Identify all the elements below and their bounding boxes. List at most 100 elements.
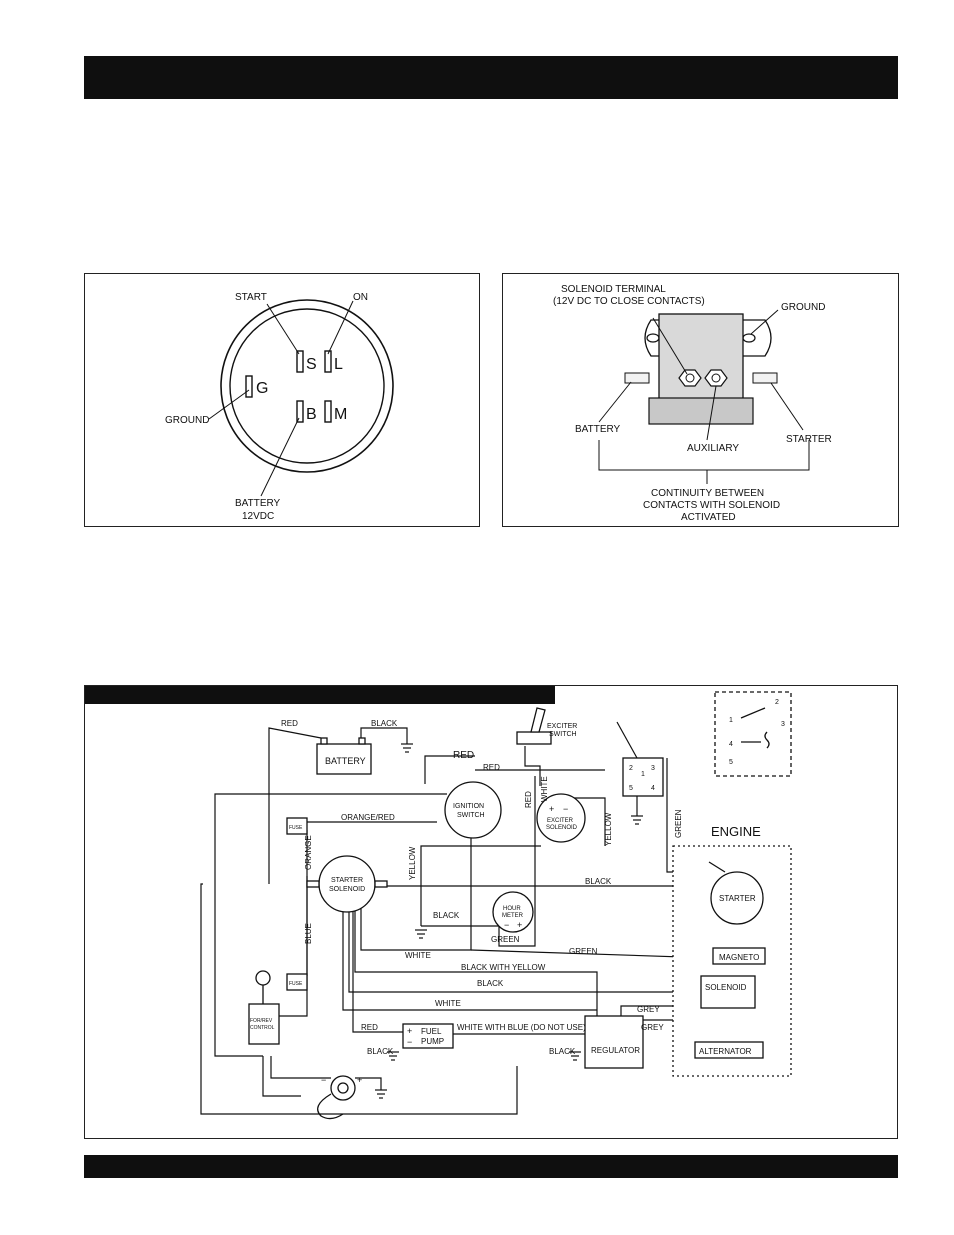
starter-motor-label: STARTER [719,894,756,903]
exciter-switch-label-1: EXCITER [547,723,577,730]
terminal-leader [652,317,688,375]
terminal-g-slot [245,375,253,398]
battery-leader [260,417,300,497]
solenoid-terminal-post [685,373,695,383]
starter-label: STARTER [786,434,832,445]
start-label: START [235,292,267,303]
exciter-switch-label-2: SWITCH [549,731,577,738]
solenoid-terminal-label: SOLENOID TERMINAL [561,284,666,295]
ground-label: GROUND [165,415,209,426]
wire-blue [263,876,308,1017]
wiring-diagram: BATTERY EXCITER SWITCH IGNITION SWITCH E… [84,685,898,1139]
wire-label-blue: BLUE [304,923,313,944]
fuel-pump-plus: + [407,1026,412,1036]
auxiliary-terminal-post [711,373,721,383]
ignition-switch-label-2: SWITCH [457,812,485,819]
battery-label: BATTERY [235,498,281,509]
starter-solenoid-stud-left [306,880,320,888]
alternator-label: ALTERNATOR [699,1047,752,1056]
exciter-solenoid-label-2: SOLENOID [546,825,578,831]
for-rev-control-knob [255,970,271,986]
continuity-line3: ACTIVATED [681,512,736,523]
ignition-switch-terminal-diagram: S L G B M START ON GROUND BATTERY 12VDC [84,273,480,527]
wire-label-yellow-left: YELLOW [408,846,417,880]
auxiliary-leader [706,385,717,441]
wire-yellow-exciter [563,797,606,846]
wire-label-black-hour: BLACK [433,911,460,920]
for-rev-label-1: FOR/REV [250,1018,273,1024]
for-rev-label-2: CONTROL [250,1025,275,1031]
solenoid-label: SOLENOID [705,983,747,992]
ignition-switch-label-1: IGNITION [453,803,484,810]
auxiliary-label: AUXILIARY [687,443,739,454]
wire-label-green-vertical: GREEN [674,809,683,838]
terminal-m-slot [324,400,332,423]
wire-ground-left [200,883,518,1115]
exciter-switch-toggle [530,707,546,733]
relay-legend-pin-3: 3 [781,721,785,728]
wire-label-orange-red: ORANGE/RED [341,813,395,822]
wire-green-hour [498,776,536,947]
wire-label-red-battery: RED [281,719,298,728]
alternator-box [694,1041,764,1059]
ground-leader [750,309,779,335]
engine-label: ENGINE [711,824,761,839]
starter-solenoid-label-2: SOLENOID [329,886,365,893]
magneto-label: MAGNETO [719,953,759,962]
terminal-b: B [306,406,317,423]
on-label: ON [353,292,368,303]
wire-white-regulator [342,906,597,1011]
starter-stud [752,372,778,384]
battery-stud [624,372,650,384]
battery-leader [598,381,632,423]
solenoid-svg: SOLENOID TERMINAL (12V DC TO CLOSE CONTA… [553,284,832,523]
start-leader [266,303,300,355]
fuel-pump-label-2: PUMP [421,1037,444,1046]
hour-meter-minus: − [504,920,509,930]
wire-label-red-vertical: RED [524,791,533,808]
battery-box [316,743,372,775]
regulator-label: REGULATOR [591,1046,640,1055]
wiring-diagram-header-bar [85,686,555,704]
wire-label-black-main: BLACK [585,877,612,886]
wire-label-black-with-yellow: BLACK WITH YELLOW [461,963,546,972]
relay-legend-pin-5: 5 [729,759,733,766]
for-rev-control-box [248,1003,280,1045]
solenoid-box [700,975,756,1009]
wire-left-frame [214,793,447,1057]
exciter-solenoid-body [536,793,586,843]
hour-meter-body [492,891,534,933]
starter-solenoid-contact-diagram: SOLENOID TERMINAL (12V DC TO CLOSE CONTA… [502,273,899,527]
horn-center [337,1082,349,1094]
wire-battery-black [360,727,408,744]
wire-black-solenoid [348,906,701,993]
ignition-switch-svg: S L G B M START ON GROUND BATTERY 12VDC [165,292,394,522]
relay-legend-box [714,691,792,777]
relay-pin-3: 3 [651,765,655,772]
wire-relay-arrow [616,721,638,759]
ground-label: GROUND [781,302,825,313]
switch-outer-ring [220,299,394,473]
wire-white-main [360,788,472,951]
relay-pin-4: 4 [651,785,655,792]
relay-legend-pin-4: 4 [729,741,733,748]
regulator-box [584,1015,644,1069]
exciter-solenoid-minus: − [563,804,568,814]
wire-yellow [420,845,541,926]
wire-grey-1 [620,1005,685,1016]
wire-label-green-hour: GREEN [491,935,520,944]
starter-solenoid-stud-right [374,880,388,888]
fuse-top [286,817,308,835]
exciter-solenoid-plus: + [549,804,554,814]
wire-control-motor [270,1056,331,1079]
terminal-s-slot [296,350,304,373]
header-bar [84,56,898,99]
relay-legend-coil [764,731,770,749]
starter-solenoid-body [318,855,376,913]
relay-legend-pin-2: 2 [775,699,779,706]
wire-label-white-regulator: WHITE [435,999,461,1008]
components [248,691,792,1120]
wiring-diagram-svg: BATTERY EXCITER SWITCH IGNITION SWITCH E… [200,691,792,1120]
starter-leader [770,382,804,431]
wire-label-yellow-right: YELLOW [604,812,613,846]
